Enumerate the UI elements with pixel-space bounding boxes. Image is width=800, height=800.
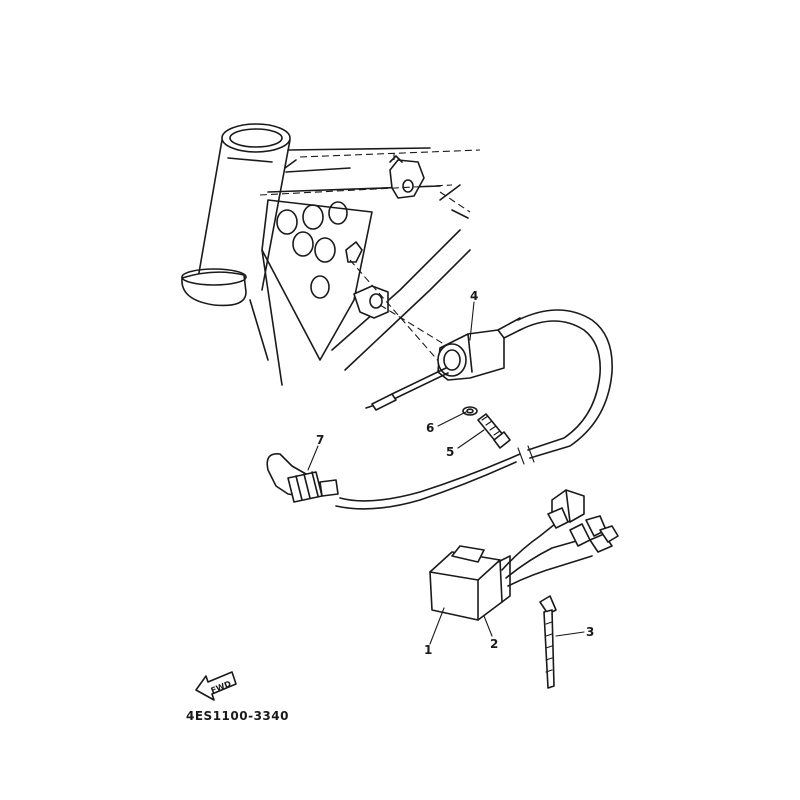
- cdi-unit: [429, 545, 511, 621]
- spark-plug-cap: [266, 453, 339, 503]
- phantom-lines: [259, 149, 481, 373]
- callout-7: 7: [316, 433, 324, 447]
- callout-leaders: [307, 301, 585, 645]
- callout-3: 3: [586, 625, 594, 639]
- callout-1: 1: [424, 643, 432, 657]
- bolt: [477, 413, 511, 449]
- frame-assembly: [181, 123, 471, 386]
- wire-harness: [501, 489, 619, 587]
- cable-tie: [539, 595, 557, 689]
- callout-6: 6: [426, 421, 434, 435]
- callout-5: 5: [446, 445, 454, 459]
- callout-4: 4: [470, 289, 478, 303]
- high-tension-cable: [335, 309, 613, 510]
- fwd-arrow-icon: FWD: [195, 671, 237, 701]
- callout-2: 2: [490, 637, 498, 651]
- washer: [462, 406, 478, 416]
- part-code: 4ES1100-3340: [186, 709, 289, 723]
- ignition-coil: [365, 317, 521, 411]
